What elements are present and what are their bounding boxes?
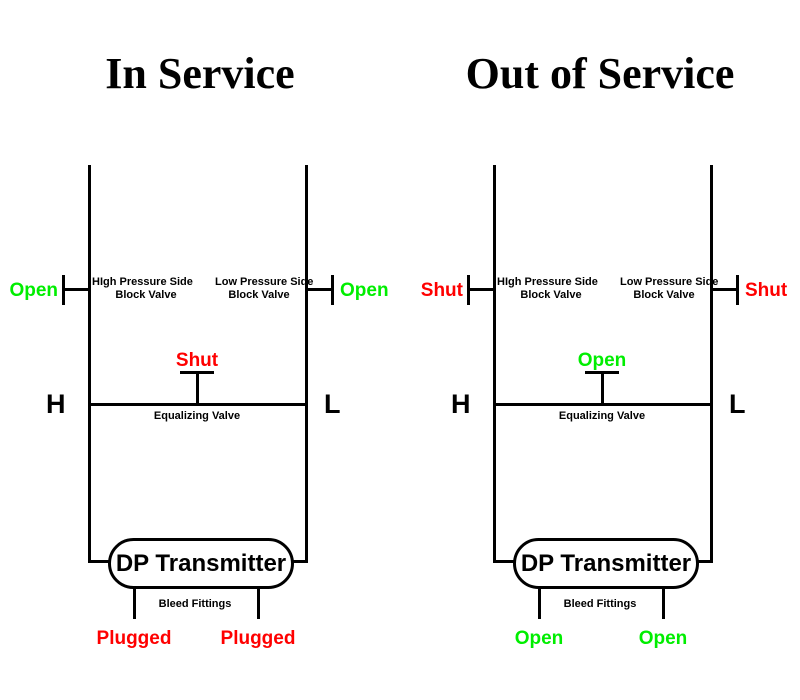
dp-transmitter-label: DP Transmitter (520, 549, 692, 577)
dp-transmitter: DP Transmitter (108, 538, 294, 589)
low-block-valve-caption-line2: Block Valve (228, 289, 290, 301)
bleed-fitting-right-stub (257, 586, 260, 619)
low-block-valve-status: Open (340, 280, 389, 301)
low-block-valve-stem-icon (305, 288, 334, 291)
high-block-valve-handle-icon (62, 275, 65, 305)
low-block-valve-stem-icon (710, 288, 739, 291)
transmitter-inlet-low (685, 560, 713, 563)
high-block-valve-status: Open (9, 280, 58, 301)
dp-transmitter: DP Transmitter (513, 538, 699, 589)
high-block-valve-caption-line2: Block Valve (115, 289, 177, 301)
bleed-fittings-caption: Bleed Fittings (158, 598, 232, 610)
low-block-valve-caption-line1: Low Pressure Side (620, 276, 719, 288)
high-side-pipe (493, 165, 496, 563)
high-block-valve-stem-icon (467, 288, 496, 291)
equalizing-valve-status: Open (577, 350, 627, 371)
transmitter-inlet-high (493, 560, 521, 563)
port-label-low: L (324, 389, 341, 419)
transmitter-inlet-high (88, 560, 116, 563)
high-block-valve-status: Shut (420, 280, 463, 301)
panel-title-in-service: In Service (105, 49, 295, 98)
high-block-valve-caption-line1: HIgh Pressure Side (497, 276, 598, 288)
high-block-valve-caption: HIgh Pressure Side Block Valve (92, 276, 202, 302)
low-block-valve-handle-icon (331, 275, 334, 305)
equalizing-valve-status: Shut (175, 350, 219, 371)
high-block-valve-caption: HIgh Pressure Side Block Valve (497, 276, 607, 302)
panel-out-of-service: Out of Service Shut HIgh Pressure Side B… (400, 0, 800, 700)
bleed-fitting-left-status: Open (514, 628, 564, 649)
panel-title-out-of-service: Out of Service (465, 49, 735, 98)
equalizing-valve-stem-icon (196, 371, 199, 404)
equalizing-valve-handle-icon (585, 371, 619, 374)
equalizing-valve-stem-icon (601, 371, 604, 404)
high-block-valve-handle-icon (467, 275, 470, 305)
bleed-fitting-right-status: Plugged (220, 628, 296, 649)
bleed-fitting-left-stub (538, 586, 541, 619)
bleed-fittings-caption: Bleed Fittings (563, 598, 637, 610)
equalizing-valve-caption: Equalizing Valve (558, 410, 646, 422)
low-block-valve-caption-line2: Block Valve (633, 289, 695, 301)
bleed-fitting-left-status: Plugged (96, 628, 172, 649)
dp-transmitter-label: DP Transmitter (115, 549, 287, 577)
low-block-valve-status: Shut (745, 280, 788, 301)
low-block-valve-caption: Low Pressure Side Block Valve (215, 276, 313, 302)
bleed-fitting-left-stub (133, 586, 136, 619)
high-block-valve-stem-icon (62, 288, 91, 291)
high-side-pipe (88, 165, 91, 563)
bleed-fitting-right-status: Open (638, 628, 688, 649)
high-block-valve-caption-line1: HIgh Pressure Side (92, 276, 193, 288)
high-block-valve-caption-line2: Block Valve (520, 289, 582, 301)
port-label-low: L (729, 389, 746, 419)
equalizing-line (493, 403, 713, 406)
low-block-valve-caption-line1: Low Pressure Side (215, 276, 314, 288)
low-side-pipe (710, 165, 713, 563)
bleed-fitting-right-stub (662, 586, 665, 619)
transmitter-inlet-low (280, 560, 308, 563)
low-block-valve-handle-icon (736, 275, 739, 305)
low-side-pipe (305, 165, 308, 563)
port-label-high: H (46, 389, 66, 419)
equalizing-valve-handle-icon (180, 371, 214, 374)
equalizing-line (88, 403, 308, 406)
panel-in-service: In Service Open HIgh Pressure Side Block… (9, 49, 389, 649)
equalizing-valve-caption: Equalizing Valve (153, 410, 241, 422)
low-block-valve-caption: Low Pressure Side Block Valve (620, 276, 718, 302)
port-label-high: H (451, 389, 471, 419)
